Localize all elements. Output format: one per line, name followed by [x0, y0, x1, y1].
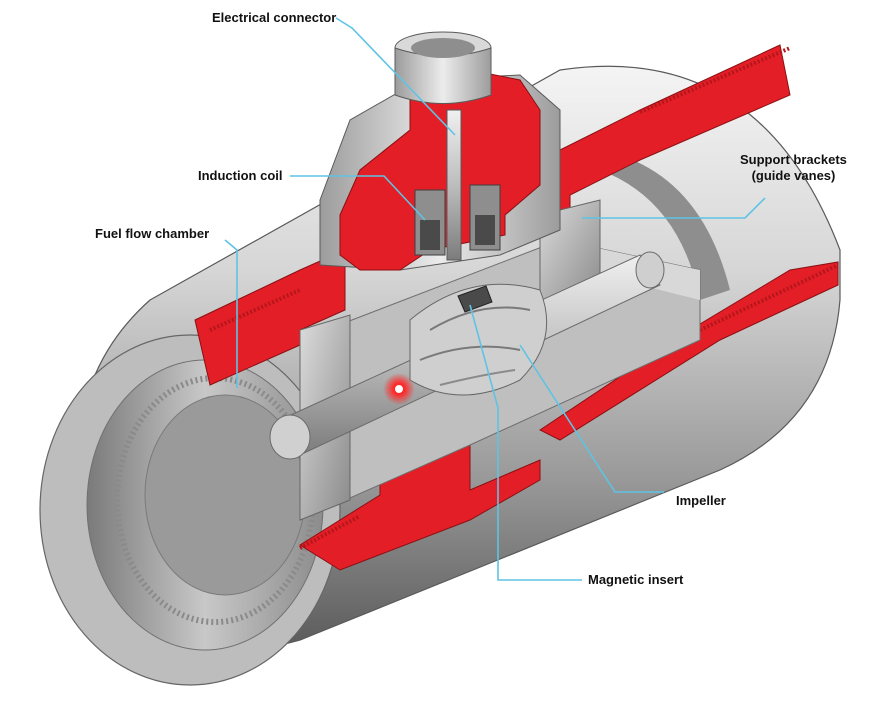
- label-magnetic-insert: Magnetic insert: [588, 572, 684, 587]
- label-support-brackets: Support brackets (guide vanes): [740, 152, 847, 184]
- leader-induction-coil: [290, 175, 426, 221]
- induction-coil: [414, 184, 501, 256]
- cutaway-wall: [194, 44, 839, 571]
- leader-electrical-connector: [335, 17, 456, 136]
- leader-impeller: [519, 344, 664, 493]
- electrical-connector: [394, 31, 492, 261]
- leader-support-brackets: [582, 197, 766, 219]
- label-fuel-flow-chamber: Fuel flow chamber: [95, 226, 210, 241]
- label-support-brackets-line1: Support brackets: [740, 152, 847, 167]
- label-support-brackets-line2: (guide vanes): [751, 168, 836, 183]
- label-impeller: Impeller: [676, 493, 726, 508]
- label-electrical-connector: Electrical connector: [212, 10, 337, 25]
- leader-fuel-flow-chamber: [224, 239, 238, 388]
- magnetic-insert: [457, 285, 493, 313]
- inlet-opening: [39, 334, 341, 686]
- leader-lines: [224, 17, 766, 581]
- sensor-dot: [383, 373, 415, 405]
- impeller: [409, 283, 548, 396]
- label-induction-coil: Induction coil: [198, 168, 283, 183]
- leader-magnetic-insert: [469, 304, 582, 581]
